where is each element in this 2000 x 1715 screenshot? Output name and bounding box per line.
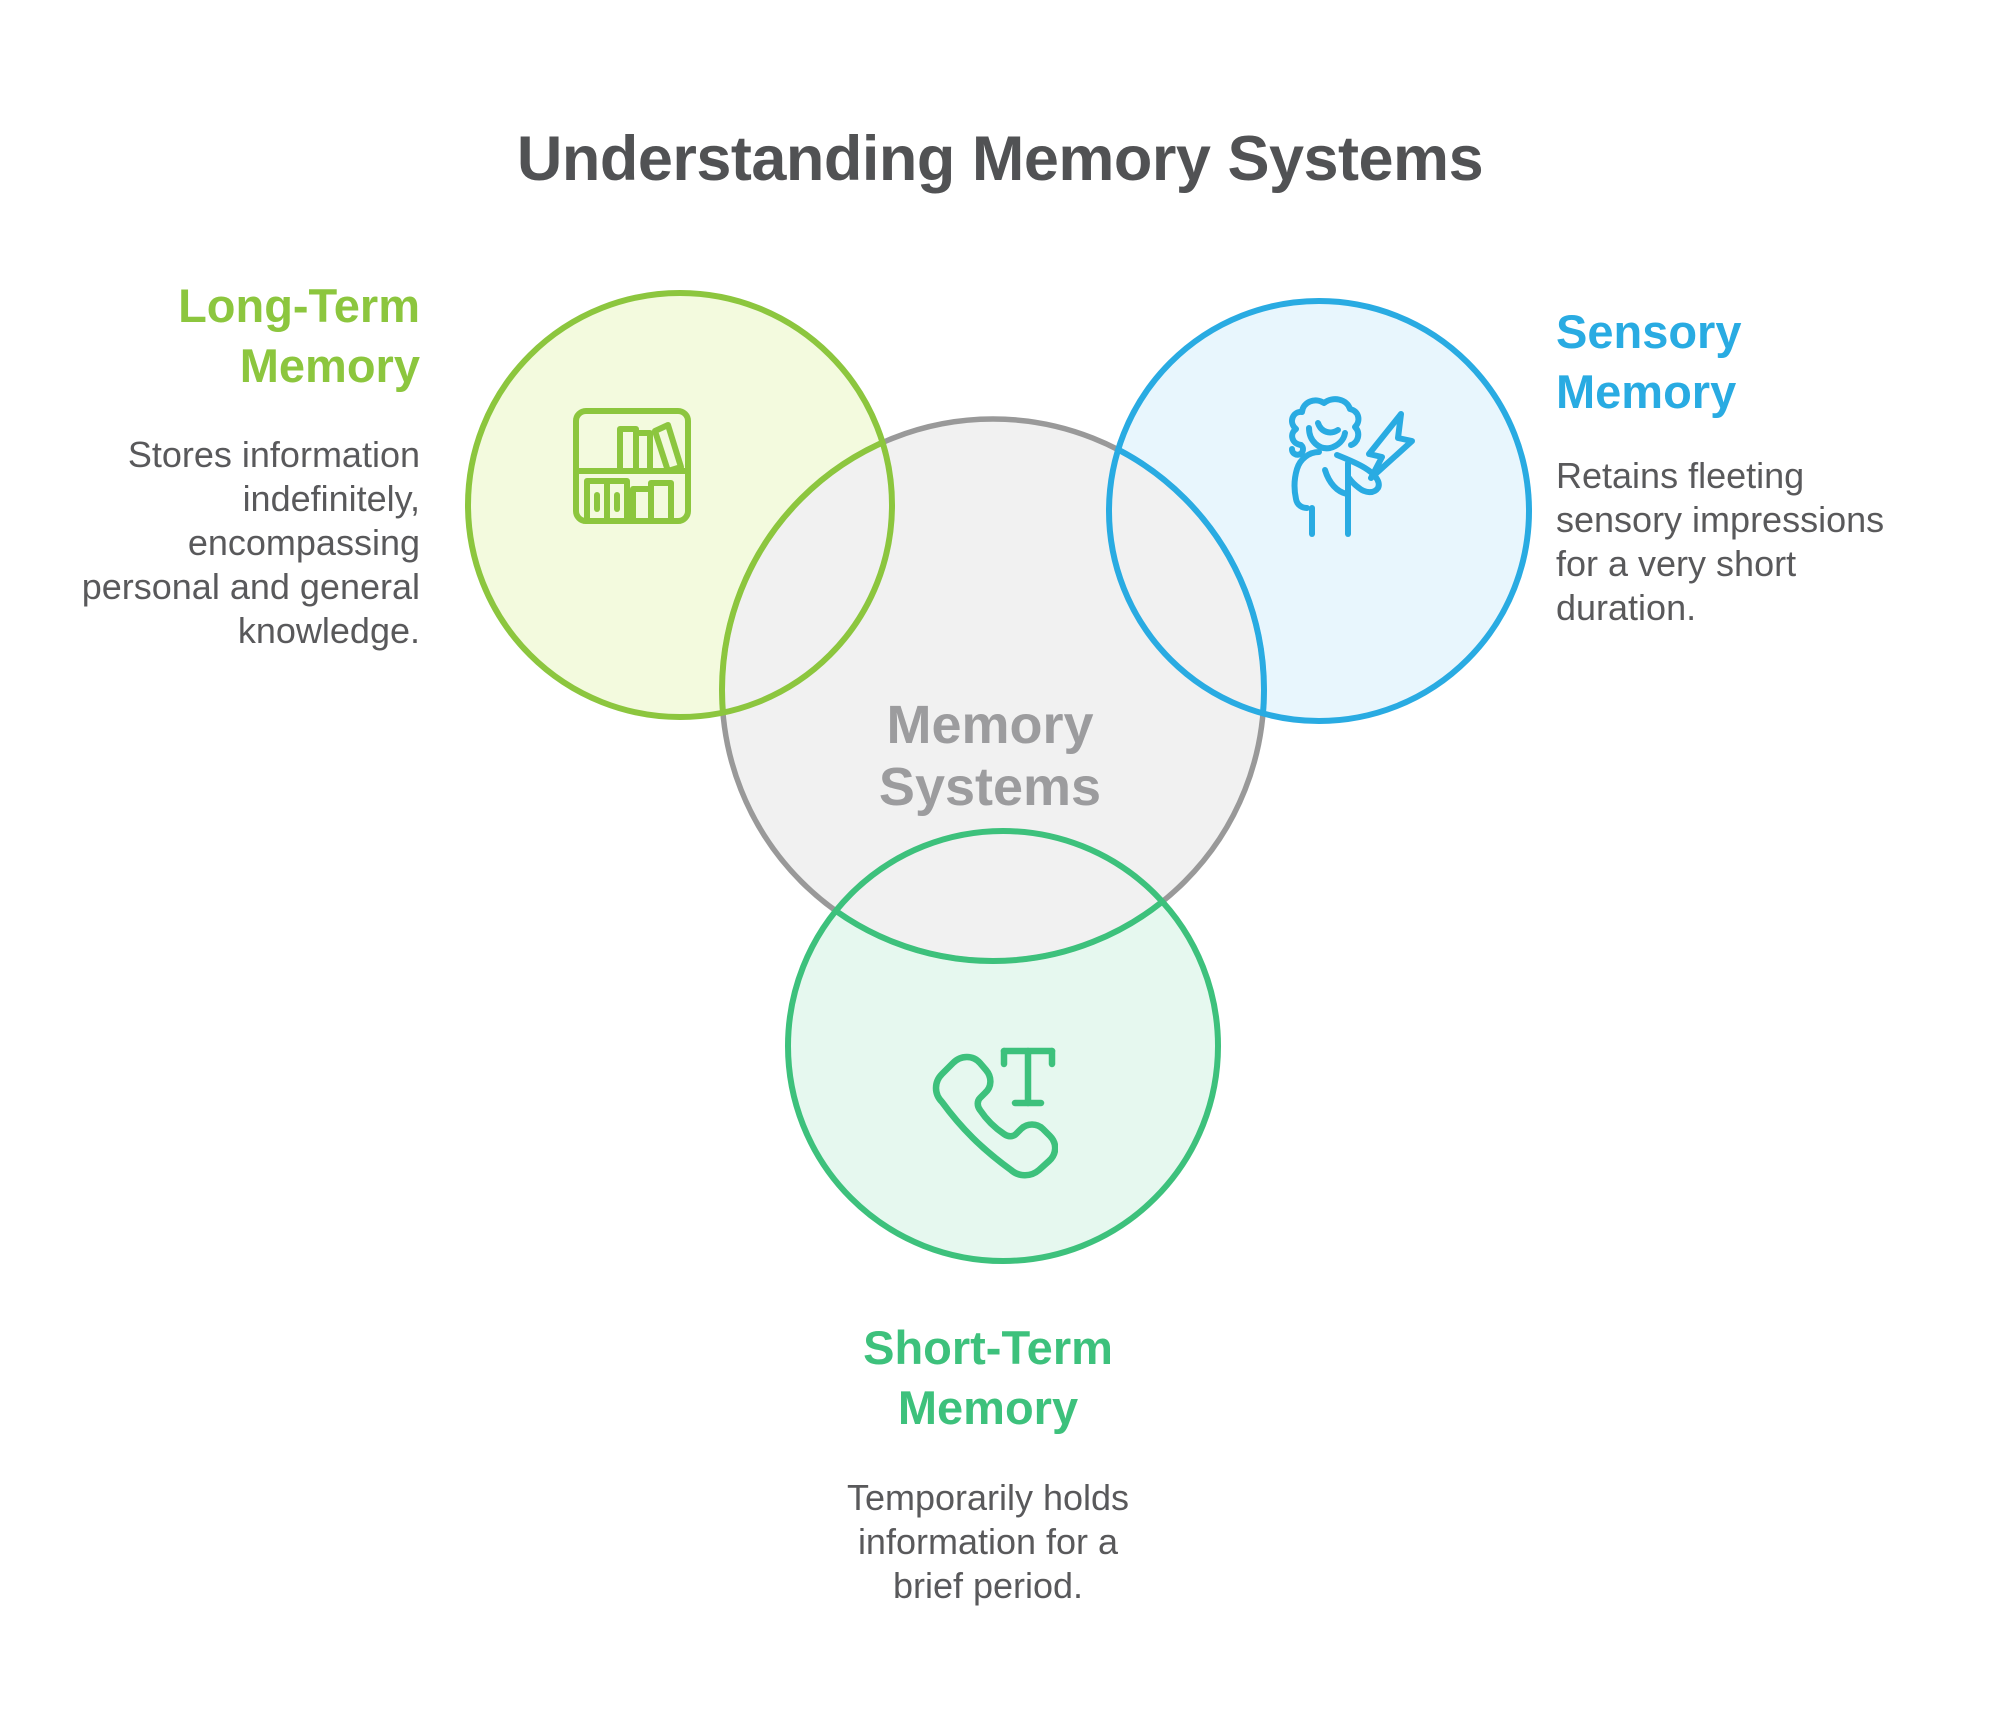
sensory-memory-section: Sensory Memory Retains fleeting sensory … xyxy=(1556,302,1976,630)
sensory-heading-line-1: Sensory xyxy=(1556,305,1742,358)
sensory-desc-line: duration. xyxy=(1556,587,1697,628)
long-term-desc-line: encompassing xyxy=(187,522,420,563)
long-term-desc-line: Stores information xyxy=(127,434,420,475)
long-term-circle-outline xyxy=(465,290,895,720)
short-term-desc-line: Temporarily holds xyxy=(846,1477,1130,1518)
long-term-description: Stores information indefinitely, encompa… xyxy=(40,433,420,653)
short-term-desc-line: information for a xyxy=(857,1521,1119,1562)
torso-outline xyxy=(1291,449,1322,511)
gray-arc-inside-sensory xyxy=(1109,416,1267,721)
sensory-desc-line: sensory impressions xyxy=(1556,499,1885,540)
face-outline xyxy=(1306,425,1348,452)
center-label-line-1: Memory xyxy=(886,695,1094,755)
long-term-desc-line: personal and general xyxy=(81,566,420,607)
gray-arc-inside-short-term xyxy=(788,831,1218,964)
long-term-desc-line: indefinitely, xyxy=(242,478,420,519)
short-term-description: Temporarily holds information for a brie… xyxy=(738,1476,1238,1608)
long-term-memory-section: Long-Term Memory Stores information inde… xyxy=(40,276,420,653)
sensory-heading-line-2: Memory xyxy=(1556,365,1737,418)
lightning-bolt xyxy=(1366,411,1415,481)
sensory-desc-line: Retains fleeting xyxy=(1556,455,1805,496)
short-term-memory-section: Short-Term Memory Temporarily holds info… xyxy=(738,1318,1238,1608)
long-term-desc-line: knowledge. xyxy=(237,610,420,651)
center-circle-label: Memory Systems xyxy=(740,694,1240,818)
page-title: Understanding Memory Systems xyxy=(516,124,1484,194)
sensory-circle-outline xyxy=(1106,298,1532,724)
sensory-desc-line: for a very short xyxy=(1556,543,1797,584)
short-term-heading: Short-Term Memory xyxy=(738,1318,1238,1438)
smile xyxy=(1315,420,1341,436)
long-term-heading: Long-Term Memory xyxy=(40,276,420,396)
long-term-heading-line-1: Long-Term xyxy=(178,279,420,332)
short-term-heading-line-1: Short-Term xyxy=(863,1321,1113,1374)
bookshelf-icon xyxy=(573,408,691,524)
short-term-circle-outline xyxy=(785,828,1221,1264)
arm-and-hand xyxy=(1334,452,1382,496)
person-lightning-icon xyxy=(1289,396,1415,537)
short-term-heading-line-2: Memory xyxy=(897,1381,1079,1434)
sensory-description: Retains fleeting sensory impressions for… xyxy=(1556,454,1976,630)
short-term-desc-line: brief period. xyxy=(892,1565,1084,1606)
hair-outline xyxy=(1289,396,1362,448)
sensory-heading: Sensory Memory xyxy=(1556,302,1976,422)
center-label-line-2: Systems xyxy=(878,757,1102,817)
phone-text-icon xyxy=(932,1047,1058,1179)
long-term-heading-line-2: Memory xyxy=(239,339,420,392)
inner-arm-line xyxy=(1322,467,1350,497)
phone-handset xyxy=(932,1053,1058,1179)
gray-arc-inside-long-term xyxy=(719,416,892,717)
